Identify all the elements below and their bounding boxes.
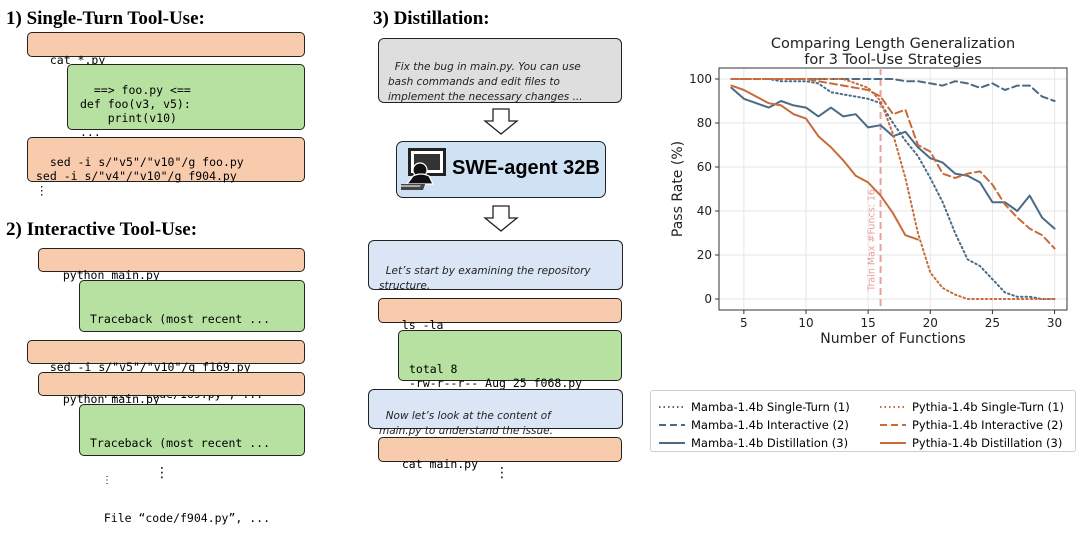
- chart-legend: Mamba-1.4b Single-Turn (1) Pythia-1.4b Si…: [650, 390, 1076, 452]
- single-turn-output-box: ==> foo.py <== def foo(v3, v5): print(v1…: [67, 64, 305, 139]
- y-tick-label: 80: [697, 116, 712, 130]
- single-turn-heading: 1) Single-Turn Tool-Use:: [6, 8, 205, 29]
- output-line: Traceback (most recent ...: [90, 312, 271, 326]
- task-prompt-box: Fix the bug in main.py. You can use bash…: [378, 38, 622, 103]
- agent-thought-box: Let’s start by examining the repository …: [368, 240, 623, 292]
- agent-command-box: ls -la: [378, 298, 622, 332]
- command-text: python main.py: [62, 268, 160, 282]
- legend-label: Mamba-1.4b Distillation (3): [691, 435, 849, 450]
- down-arrow-icon: [483, 108, 519, 135]
- agent-command-box: cat main.py: [378, 437, 622, 471]
- legend-swatch: [659, 441, 685, 444]
- interactive-command-box: python main.py: [38, 248, 305, 282]
- continuation-ellipsis: ⋮: [155, 465, 169, 481]
- x-tick-label: 20: [923, 316, 938, 330]
- thought-text: Let’s start by examining the repository …: [379, 265, 591, 292]
- chart-title: for 3 Tool-Use Strategies: [804, 52, 982, 68]
- y-axis-label: Pass Rate (%): [670, 141, 686, 237]
- series-line: [730, 78, 1056, 300]
- legend-label: Pythia-1.4b Distillation (3): [912, 435, 1063, 450]
- output-line: Traceback (most recent ...: [90, 436, 271, 450]
- legend-item: Pythia-1.4b Single-Turn (1): [878, 396, 1064, 414]
- series-line: [730, 86, 1056, 230]
- command-text: sed -i s/"v5"/"v10"/g f169.py: [49, 360, 251, 374]
- x-axis-label: Number of Functions: [820, 331, 965, 347]
- prompt-text: Fix the bug in main.py. You can use bash…: [388, 61, 583, 103]
- x-tick-label: 30: [1047, 316, 1062, 330]
- command-text: ls -la: [401, 318, 444, 332]
- agent-output-box: total 8 -rw-r--r-- Aug 25 f068.py ⋮: [398, 330, 622, 426]
- output-text: total 8 -rw-r--r-- Aug 25 f068.py: [409, 362, 583, 390]
- single-turn-sed-box: sed -i s/"v5"/"v10"/g foo.py sed -i s/"v…: [27, 137, 305, 197]
- legend-label: Pythia-1.4b Single-Turn (1): [912, 399, 1064, 414]
- y-tick-label: 20: [697, 248, 712, 262]
- continuation-ellipsis: ⋮: [495, 465, 509, 481]
- legend-swatch: [659, 405, 685, 408]
- interactive-sed-box: sed -i s/"v5"/"v10"/g f169.py: [27, 340, 305, 374]
- y-tick-label: 0: [704, 292, 712, 306]
- legend-swatch: [880, 405, 906, 408]
- legend-swatch: [659, 423, 685, 426]
- thought-text: Now let’s look at the content of main.py…: [379, 410, 553, 437]
- legend-item: Pythia-1.4b Distillation (3): [878, 432, 1063, 450]
- plot-frame: [718, 67, 1068, 311]
- x-tick-label: 10: [798, 316, 813, 330]
- output-text: ==> foo.py <== def foo(v3, v5): print(v1…: [80, 83, 191, 139]
- legend-item: Mamba-1.4b Single-Turn (1): [657, 396, 850, 414]
- legend-label: Mamba-1.4b Interactive (2): [691, 417, 849, 432]
- agent-label: SWE-agent 32B: [452, 157, 600, 179]
- legend-item: Mamba-1.4b Interactive (2): [657, 414, 849, 432]
- x-tick-label: 5: [740, 316, 748, 330]
- series-line: [730, 78, 1056, 300]
- legend-swatch: [880, 423, 906, 426]
- legend-label: Mamba-1.4b Single-Turn (1): [691, 399, 850, 414]
- legend-swatch: [880, 441, 906, 444]
- interactive-command-box: python main.py: [38, 372, 305, 406]
- chart-title: Comparing Length Generalization: [771, 36, 1015, 52]
- swe-agent-box: SWE-agent 32B: [396, 141, 606, 198]
- x-tick-label: 25: [985, 316, 1000, 330]
- y-tick-label: 60: [697, 160, 712, 174]
- interactive-heading: 2) Interactive Tool-Use:: [6, 219, 198, 240]
- command-text: python main.py: [62, 392, 160, 406]
- legend-label: Pythia-1.4b Interactive (2): [912, 417, 1064, 432]
- down-arrow-icon: [483, 205, 519, 232]
- output-line: File “code/f904.py”, ...: [90, 511, 271, 525]
- computer-hacker-icon: [401, 148, 446, 190]
- y-tick-label: 40: [697, 204, 712, 218]
- command-text: sed -i s/"v5"/"v10"/g foo.py sed -i s/"v…: [36, 155, 244, 197]
- x-tick-label: 15: [861, 316, 876, 330]
- legend-item: Mamba-1.4b Distillation (3): [657, 432, 849, 450]
- command-text: cat main.py: [401, 457, 479, 471]
- distillation-heading: 3) Distillation:: [373, 8, 490, 29]
- series-line: [730, 84, 919, 241]
- train-max-label: Train Max #Funcs: 16: [867, 189, 878, 292]
- ellipsis-icon: ⋮: [90, 475, 113, 486]
- series-line: [730, 78, 1056, 102]
- agent-thought-box: Now let’s look at the content of main.py…: [368, 389, 623, 437]
- command-text: cat *.py: [49, 53, 106, 67]
- interactive-output-box: Traceback (most recent ... ⋮ File “code/…: [79, 280, 305, 401]
- y-tick-label: 100: [689, 72, 712, 86]
- legend-item: Pythia-1.4b Interactive (2): [878, 414, 1064, 432]
- single-turn-command-box: cat *.py: [27, 32, 305, 67]
- interactive-output-box: Traceback (most recent ... ⋮ File “code/…: [79, 404, 305, 525]
- series-line: [730, 78, 1056, 250]
